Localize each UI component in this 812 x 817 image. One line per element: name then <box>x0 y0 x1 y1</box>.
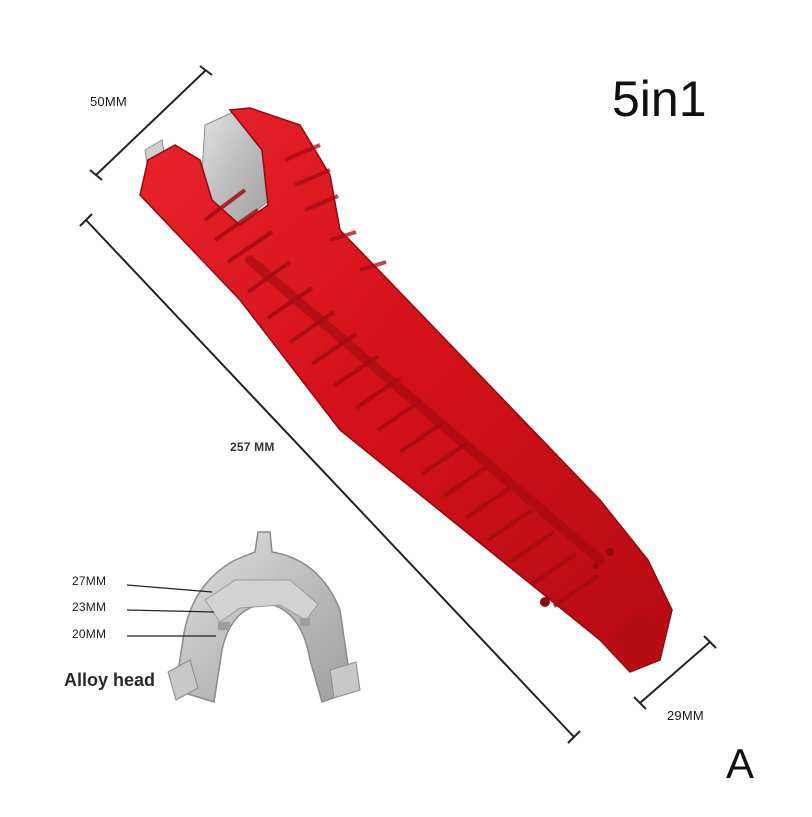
ring-size-label: 27MM <box>72 574 107 588</box>
ring-size-label: 23MM <box>72 600 107 614</box>
ring-size-label: 20MM <box>72 627 107 641</box>
length-dimension: 257 MM <box>230 440 275 454</box>
width-top-dimension: 50MM <box>90 94 127 109</box>
alloy-head-inset <box>126 531 361 703</box>
five-in-one-badge: 5in1 <box>612 71 707 127</box>
alloy-head-label: Alloy head <box>64 670 156 690</box>
variant-letter: A <box>726 740 755 787</box>
dimension-lines <box>79 65 717 744</box>
red-wrench <box>139 107 673 673</box>
width-bottom-dimension: 29MM <box>667 708 704 723</box>
